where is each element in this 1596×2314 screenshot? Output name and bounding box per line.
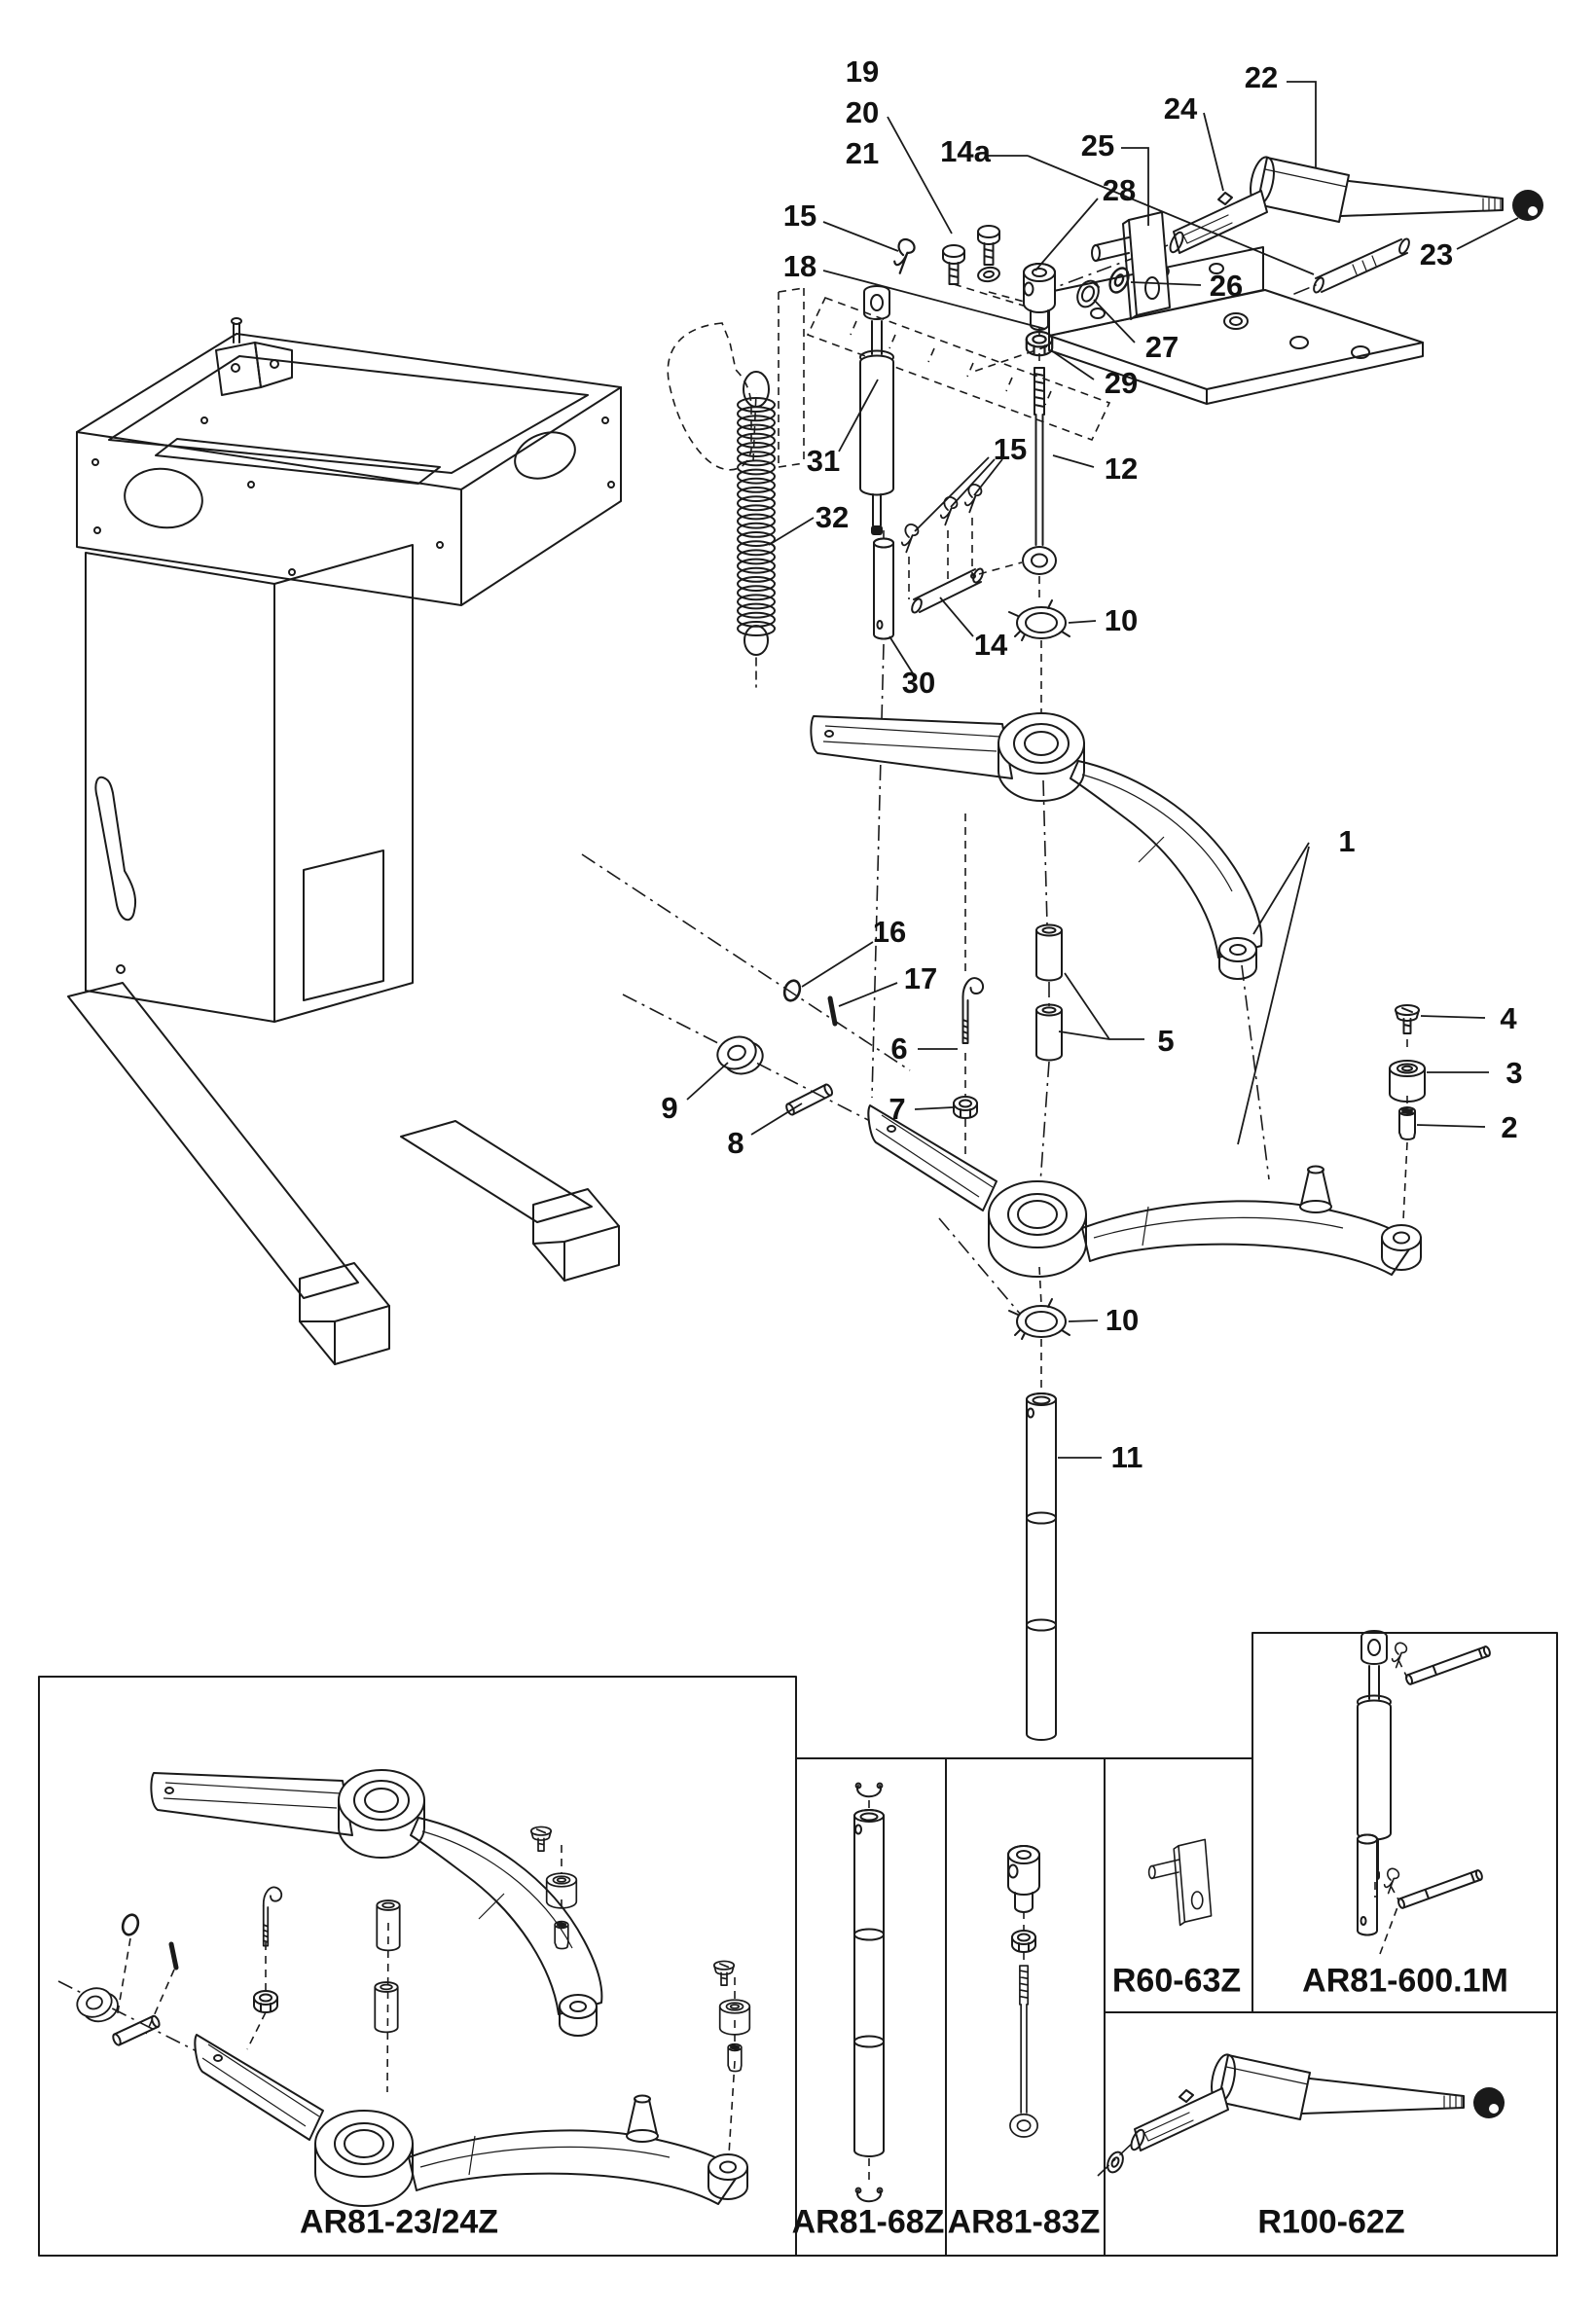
panel-label-r60-63z: R60-63Z bbox=[1111, 1962, 1242, 2000]
panel-ar81-23-24z-content bbox=[57, 1769, 751, 2207]
panel-r100-62z-content bbox=[1097, 2051, 1505, 2177]
part-6-hook-bolt bbox=[961, 977, 985, 1044]
callout-14: 14 bbox=[973, 628, 1008, 662]
callout-leader-lines bbox=[686, 81, 1519, 1459]
panel-ar81-68z-content bbox=[853, 1782, 885, 2203]
part-2-pin bbox=[1398, 1106, 1416, 1140]
callout-15a: 15 bbox=[782, 199, 817, 233]
gas-strut-31 bbox=[859, 285, 894, 536]
callout-26: 26 bbox=[1209, 269, 1244, 303]
part-4-screw bbox=[1395, 1004, 1420, 1034]
part-9-bushing bbox=[712, 1030, 768, 1080]
callout-18: 18 bbox=[782, 249, 817, 283]
callout-5: 5 bbox=[1157, 1024, 1175, 1058]
machine-body-outline bbox=[67, 317, 622, 1365]
panel-label-ar81-83z: AR81-83Z bbox=[947, 2203, 1101, 2241]
callout-8: 8 bbox=[727, 1126, 744, 1160]
callout-17: 17 bbox=[903, 961, 938, 995]
part-19-bolt bbox=[942, 244, 965, 285]
callout-2: 2 bbox=[1501, 1110, 1518, 1144]
callout-11: 11 bbox=[1110, 1440, 1143, 1474]
panel-label-ar81-23-24z: AR81-23/24Z bbox=[299, 2203, 499, 2241]
callout-12: 12 bbox=[1104, 452, 1139, 486]
part-10-lock-ring-upper bbox=[1008, 599, 1070, 641]
part-14-pin bbox=[911, 567, 984, 614]
panel-ar81-83z-content bbox=[1007, 1845, 1040, 2138]
callout-10a: 10 bbox=[1104, 603, 1139, 637]
callout-29: 29 bbox=[1104, 366, 1139, 400]
part-16-o-ring bbox=[780, 977, 804, 1004]
callout-32: 32 bbox=[815, 500, 850, 534]
part-11-shaft bbox=[1026, 1392, 1057, 1741]
panel-label-ar81-600-1m: AR81-600.1M bbox=[1302, 1962, 1508, 2000]
part-15-r-clip bbox=[893, 237, 916, 274]
part-7-nut bbox=[953, 1096, 978, 1119]
callout-6: 6 bbox=[890, 1031, 908, 1066]
callout-4: 4 bbox=[1500, 1001, 1517, 1035]
part-15b-r-clips bbox=[900, 484, 983, 554]
panel-label-ar81-68z: AR81-68Z bbox=[791, 2203, 945, 2241]
callout-27: 27 bbox=[1144, 330, 1179, 364]
callout-21: 21 bbox=[845, 136, 880, 170]
callout-24: 24 bbox=[1163, 91, 1198, 126]
part-21-washer bbox=[975, 265, 1002, 284]
part-27-lock-washer bbox=[1076, 279, 1100, 308]
callout-31: 31 bbox=[806, 444, 841, 478]
callout-1: 1 bbox=[1338, 824, 1356, 858]
panel-label-r100-62z: R100-62Z bbox=[1257, 2203, 1405, 2241]
callout-9: 9 bbox=[661, 1091, 678, 1125]
callout-7: 7 bbox=[889, 1092, 906, 1126]
spare-part-panels bbox=[38, 1632, 1558, 2257]
part-20-bolt bbox=[977, 225, 1000, 266]
callout-30: 30 bbox=[901, 666, 936, 700]
callout-20: 20 bbox=[845, 95, 880, 129]
panel-r60-63z-content bbox=[1147, 1838, 1213, 1927]
part-22-handle-lever bbox=[1166, 154, 1544, 256]
part-14a-link-rod bbox=[1293, 237, 1410, 295]
callout-15b: 15 bbox=[993, 432, 1028, 466]
callout-19: 19 bbox=[845, 54, 880, 89]
part-3-roller bbox=[1389, 1060, 1426, 1103]
swing-arm-lower-1 bbox=[867, 1104, 1422, 1278]
part-8-pin bbox=[783, 1082, 835, 1117]
part-5-spacer-a bbox=[1035, 923, 1063, 982]
callout-25: 25 bbox=[1080, 128, 1115, 163]
part-12-eye-bolt bbox=[1022, 367, 1057, 575]
tension-spring-32 bbox=[737, 371, 776, 688]
part-10-lock-ring-lower bbox=[1008, 1298, 1070, 1340]
part-5-spacer-b bbox=[1035, 1003, 1063, 1062]
callout-28: 28 bbox=[1102, 173, 1137, 207]
part-30-tube bbox=[873, 537, 894, 640]
ghost-mount-outline bbox=[667, 287, 1111, 471]
callout-14a: 14a bbox=[940, 134, 991, 168]
callout-23: 23 bbox=[1419, 237, 1454, 271]
callout-16: 16 bbox=[872, 915, 907, 949]
part-17-pin bbox=[827, 995, 838, 1027]
callout-3: 3 bbox=[1505, 1056, 1523, 1090]
callout-22: 22 bbox=[1244, 60, 1279, 94]
panel-ar81-600-1m-content bbox=[1357, 1630, 1493, 1955]
callout-10b: 10 bbox=[1105, 1303, 1140, 1337]
